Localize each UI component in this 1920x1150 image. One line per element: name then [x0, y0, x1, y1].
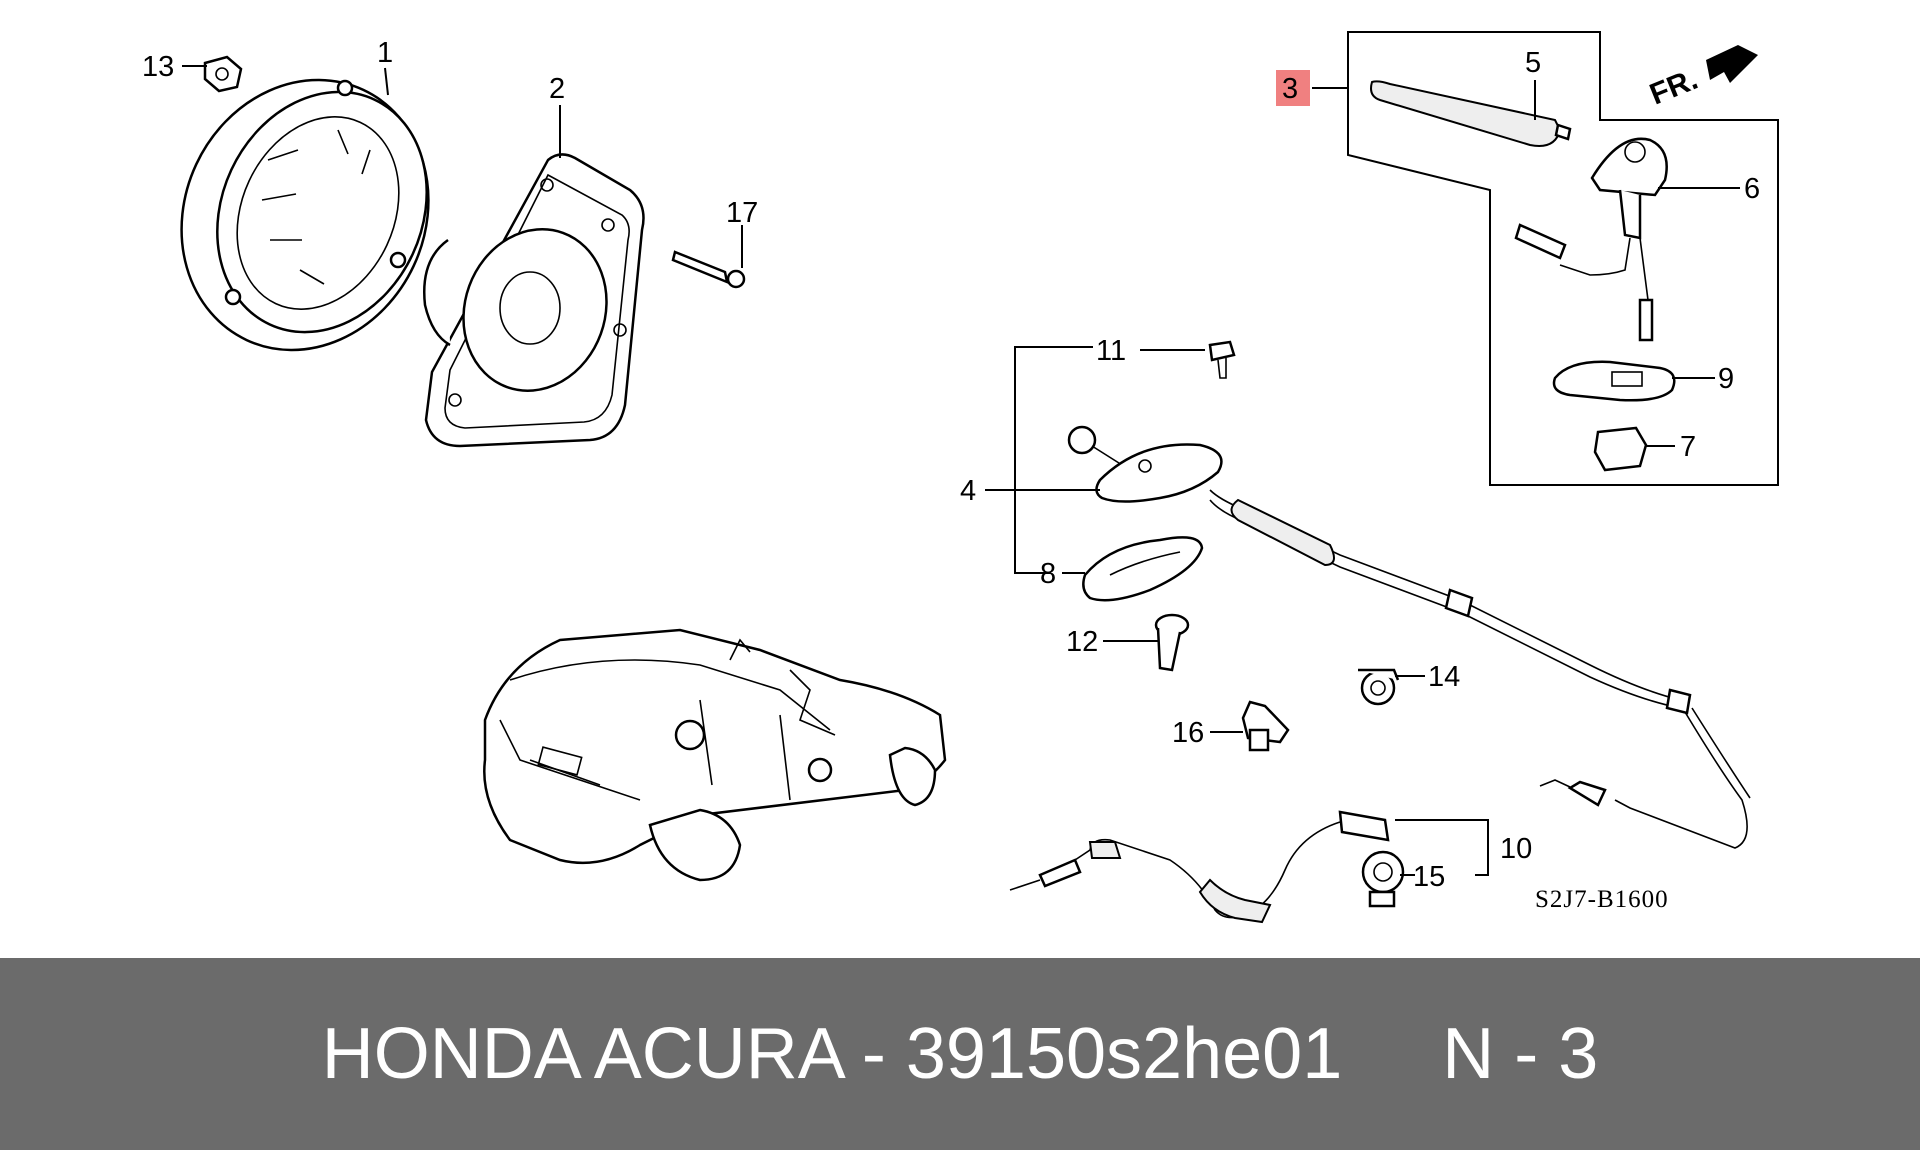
label-1: 1 [377, 37, 393, 69]
label-4: 4 [960, 475, 976, 507]
caption-bar: HONDA ACURA - 39150s2he01 N - 3 [0, 958, 1920, 1150]
part-15-clamp [1361, 850, 1405, 908]
leader-lines [182, 65, 1740, 876]
drawing-code: S2J7-B1600 [1535, 886, 1669, 913]
label-12: 12 [1066, 626, 1098, 658]
vehicle-outline [483, 628, 947, 882]
part-2-speaker [423, 153, 645, 448]
label-2: 2 [549, 73, 565, 105]
label-9: 9 [1718, 363, 1734, 395]
part-16-clip [1241, 700, 1290, 752]
part-4-roof-base [1067, 425, 1223, 503]
part-12-grommet [1154, 613, 1190, 672]
label-5: 5 [1525, 47, 1541, 79]
label-10: 10 [1500, 833, 1532, 865]
antenna-assembly-frame [1347, 31, 1779, 486]
label-16: 16 [1172, 717, 1204, 749]
parts-diagram-svg: FR. 13 1 2 17 3 5 6 9 7 11 4 8 12 14 16 … [142, 31, 1779, 924]
part-3-highlight [1276, 70, 1310, 106]
label-8: 8 [1040, 558, 1056, 590]
part-13-clip [203, 55, 243, 93]
part-10-cable [1009, 810, 1390, 924]
label-15: 15 [1413, 861, 1445, 893]
parts-diagram: FR. 13 1 2 17 3 5 6 9 7 11 4 8 12 14 16 … [142, 31, 1779, 924]
part-7-nut [1593, 426, 1648, 472]
antenna-cable [1209, 489, 1751, 849]
label-3: 3 [1282, 73, 1298, 105]
label-14: 14 [1428, 661, 1460, 693]
part-11-bolt [1208, 340, 1236, 379]
part-17-screw [671, 250, 746, 289]
front-direction-marker: FR. [1645, 45, 1758, 111]
part-8-pad [1082, 536, 1204, 602]
label-7: 7 [1680, 431, 1696, 463]
part-6-antenna-base [1514, 137, 1668, 342]
caption-position: N - 3 [1442, 1014, 1599, 1094]
part-1-speaker-bracket [180, 78, 430, 352]
front-direction-text: FR. [1645, 63, 1702, 112]
part-9-gasket [1552, 360, 1676, 402]
label-17: 17 [726, 197, 758, 229]
part-labels: 13 1 2 17 3 5 6 9 7 11 4 8 12 14 16 10 1… [142, 37, 1760, 913]
caption-part-number: HONDA ACURA - 39150s2he01 [321, 1014, 1343, 1094]
label-13: 13 [142, 51, 174, 83]
part-4-bracket-frame [1014, 346, 1093, 574]
label-11: 11 [1096, 335, 1126, 367]
label-6: 6 [1744, 173, 1760, 205]
part-10-bracket-line [1395, 819, 1489, 876]
part-14-clamp [1358, 668, 1400, 706]
part-5-antenna-mast [1370, 80, 1572, 147]
